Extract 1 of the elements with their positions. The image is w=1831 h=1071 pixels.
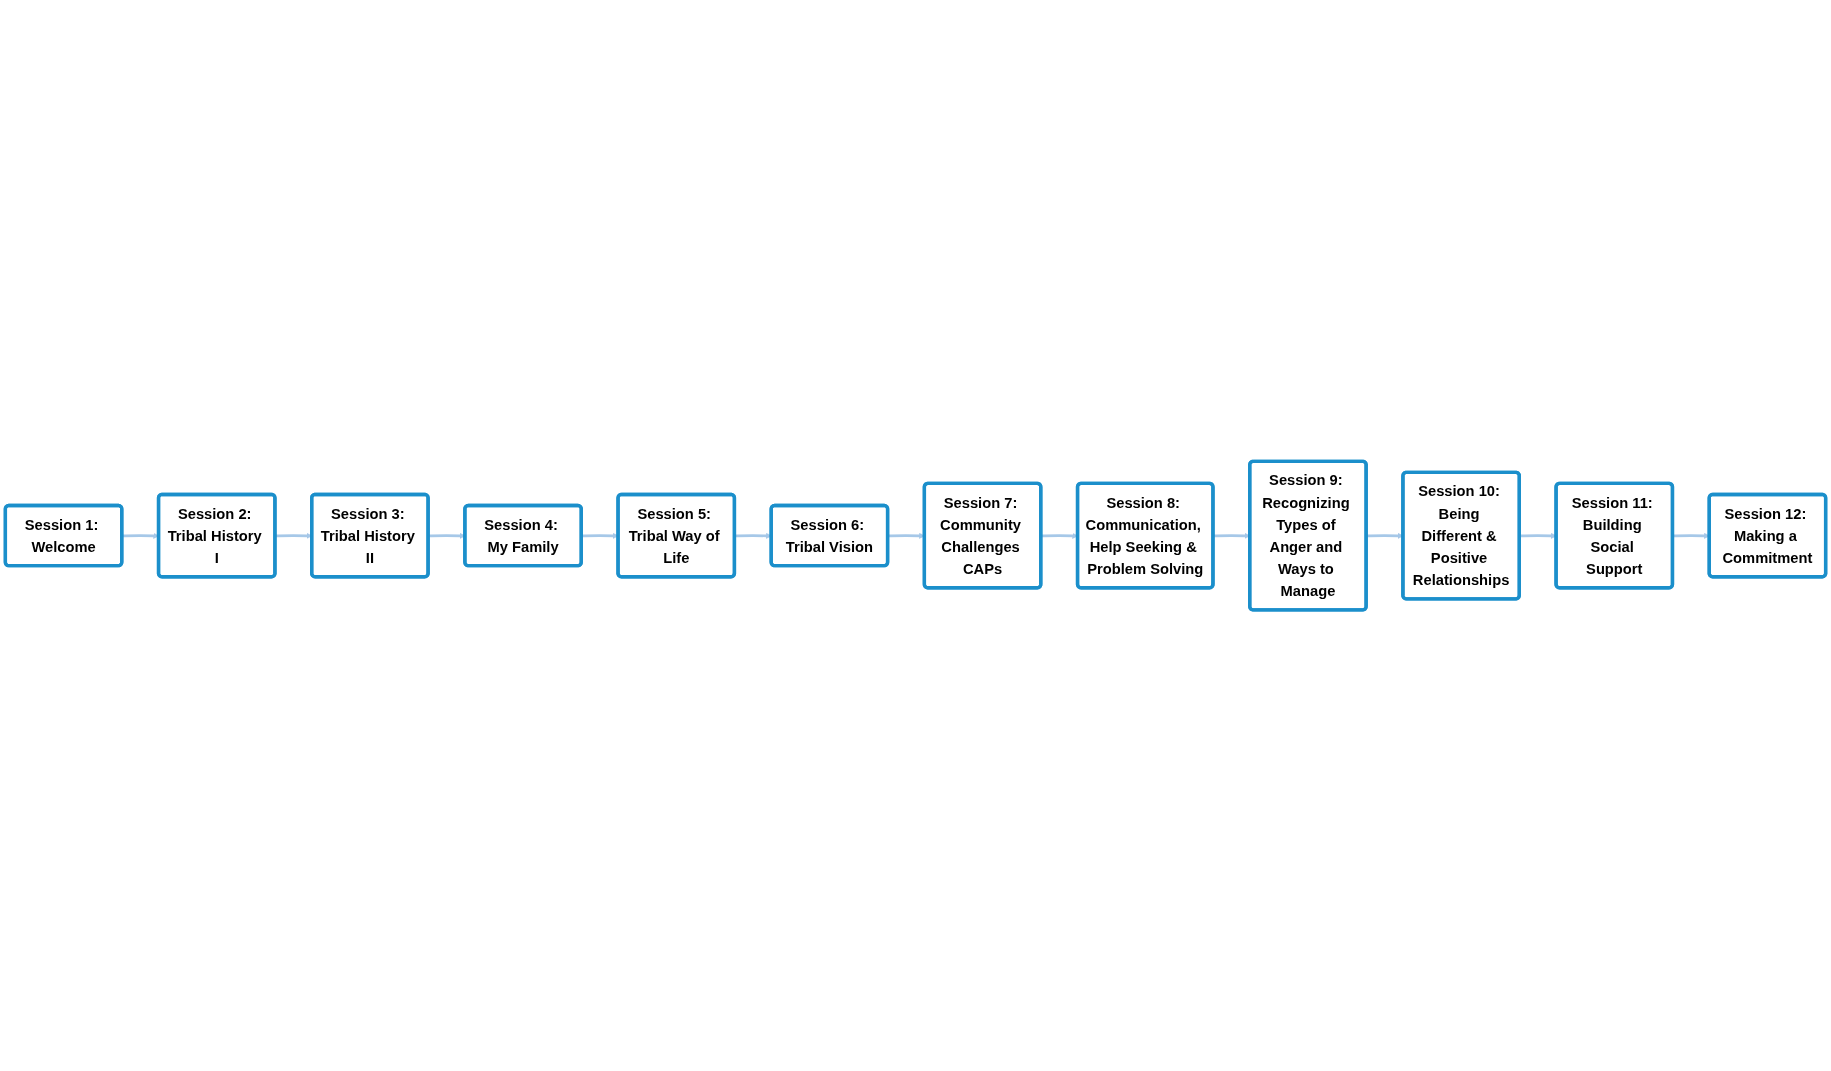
flowchart: Session 1: Welcome Session 2: Tribal History I Session 3: Tribal History II Session 4: My Family Session 5: Tribal Way of Life Session 6: Tribal Vision Session 7: Community Challenges CAPs Session 8: Communication, Help Seeking & Problem Solving Session 9: Recognizing Types of Anger and Ways to Manage Session 10: Being Different & Positive Relationships Session 11: Building Social Support Session 12: Making a Commitment: [0, 0, 1831, 1071]
